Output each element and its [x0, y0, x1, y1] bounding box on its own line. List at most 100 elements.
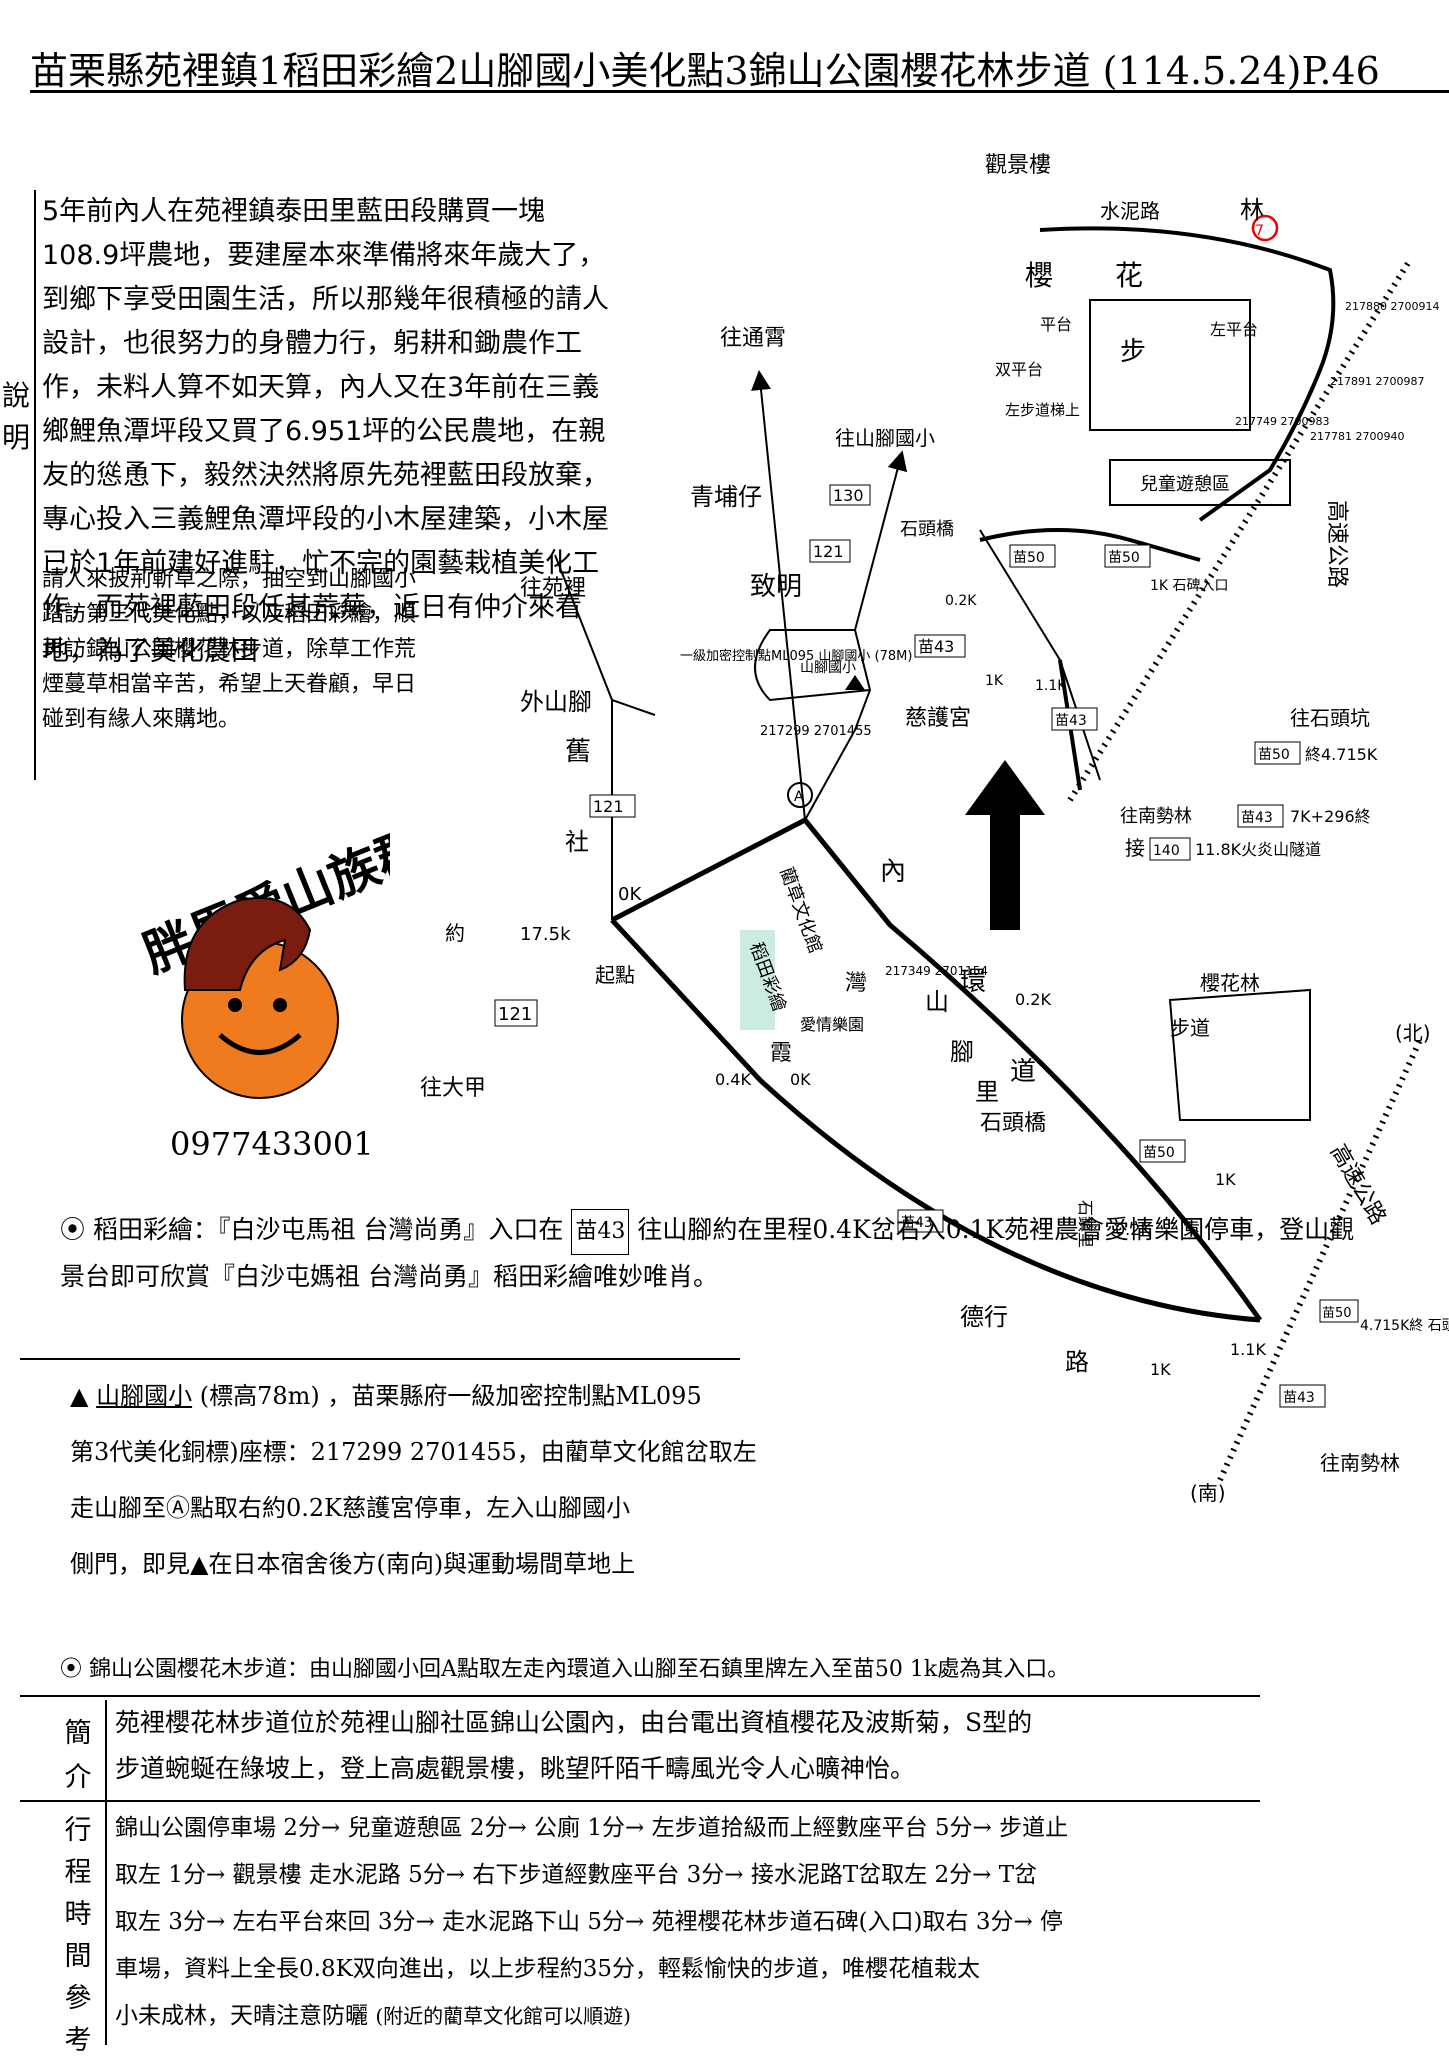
divider: [20, 1358, 740, 1360]
label-02k-c: 0.2K: [945, 593, 977, 609]
label-r121b: 121: [593, 797, 624, 816]
road-sign: [1009, 544, 1056, 568]
label-ying: 櫻: [1025, 259, 1053, 292]
label-02k-b: 0.2K: [1115, 1220, 1151, 1239]
section-daotian: ⦿ 稻田彩繪：『白沙屯馬祖 台灣尚勇』入口在 苗43 往山腳約在里程0.4K岔右…: [60, 1208, 1440, 1299]
label-1k-c: 1K: [985, 673, 1004, 689]
label-miao43-c: 苗43: [1241, 810, 1273, 826]
label-xia: 霞: [770, 1041, 792, 1066]
park-loop: [1039, 226, 1336, 522]
triangle-icon: ▲: [70, 1382, 97, 1410]
label-1k-b: 1K: [1150, 1360, 1171, 1379]
label-coord6: 217781 2700940: [1310, 430, 1404, 443]
label-miao50-e: 苗50: [1258, 747, 1290, 763]
label-jie: 接: [1125, 836, 1145, 860]
printed-note: 請人來披荊斬草之際，抽空到山腳國小踏訪第三代美化點，以及稻田彩繪，順再訪錦山公園…: [42, 567, 417, 732]
route-map: 往通霄 往山腳國小 青埔仔 130 121 致明 往苑裡 山腳國小 一級加密控制…: [420, 153, 1449, 1505]
time-row-text: 錦山公園停車場 2分→ 兒童遊憩區 2分→ 公廁 1分→ 左步道拾級而上經數座平…: [115, 1805, 1435, 2040]
label-r121a: 121: [813, 542, 844, 561]
label-waishanjiao: 外山腳: [520, 688, 592, 716]
label-qingpuzi: 青埔仔: [690, 483, 762, 511]
intro-line1: 苑裡櫻花林步道位於苑裡山腳社區錦山公園內，由台電出資植櫻花及波斯菊，S型的: [115, 1708, 1033, 1737]
road-sign: [829, 484, 871, 506]
point-a-marker: [787, 782, 813, 808]
jinshan-text: 錦山公園櫻花木步道：由山腳國小回A點取左走內環道入山腳至石鎮里牌左入至苗50 1…: [89, 1657, 1070, 1682]
label-pt7: 7: [1255, 223, 1264, 239]
label-miao43-d: 苗43: [1055, 713, 1087, 729]
eye-icon: [273, 998, 287, 1012]
label-r140: 140: [1153, 843, 1180, 859]
road-miao50: [979, 528, 1201, 562]
label-yinghua: 櫻花林: [1200, 971, 1260, 995]
time-line1: 錦山公園停車場 2分→ 兒童遊憩區 2分→ 公廁 1分→ 左步道拾級而上經數座平…: [115, 1815, 1069, 1841]
label-miao50: 苗50: [1143, 1145, 1175, 1161]
label-to-shitoukeng: 往石頭坑: [1290, 706, 1370, 730]
label-wan: 灣: [845, 971, 867, 996]
divider: [20, 1695, 1260, 1697]
label-miao43-e: 苗43: [901, 1215, 933, 1231]
divider: [20, 1800, 1260, 1802]
north-arrow-icon: [965, 760, 1045, 930]
label-to-school: 往山腳國小: [835, 426, 935, 450]
label-miao50-b: 苗50: [1322, 1306, 1352, 1321]
label-jiao: 腳: [950, 1038, 974, 1066]
daotian-text2: 往山腳約在里程0.4K岔右入0.1K苑裡農會愛情樂園停車，登山觀: [637, 1215, 1355, 1244]
time-row-label: 行程時間參考: [64, 1815, 92, 2056]
road-sign: [1319, 1299, 1359, 1323]
highway-south: [1217, 1038, 1423, 1482]
label-coord4: 217891 2700987: [1330, 375, 1424, 388]
label-nanshilin: 往南勢林: [1320, 1451, 1400, 1475]
label-shizhenli: 石鎮里: [1076, 1200, 1095, 1248]
label-11k: 1.1K: [1230, 1340, 1266, 1359]
label-nei: 內: [880, 857, 906, 887]
page-title: 苗栗縣苑裡鎮1稻田彩繪2山腳國小美化點3錦山公園櫻花林步道 (114.5.24)…: [30, 49, 1380, 93]
side-label: 說明: [2, 379, 31, 454]
school-height: (標高78m): [199, 1382, 320, 1410]
label-0k: 0K: [618, 884, 642, 905]
school-desc: ，苗栗縣府一級加密控制點ML095: [327, 1382, 702, 1410]
label-zhiming: 致明: [750, 572, 802, 602]
label-pingtai: 平台: [1040, 315, 1072, 334]
road-sign: [494, 999, 538, 1027]
school-label: 山腳國小: [96, 1382, 193, 1410]
label-qidian: 起點: [595, 963, 635, 987]
handwritten-note: 5年前內人在苑裡鎮泰田里藍田段購買一塊108.9坪農地，要建屋本來準備將來年歲大…: [42, 196, 609, 667]
label-bu: 步: [1120, 337, 1146, 367]
label-04k: 0.4K: [715, 1070, 751, 1089]
column-divider: [105, 1700, 107, 2045]
school-line4: 側門，即見▲在日本宿舍後方(南向)與運動場間草地上: [70, 1550, 636, 1578]
road-inner-ring: [803, 818, 1263, 1322]
time-line2: 取左 1分→ 觀景樓 走水泥路 5分→ 右下步道經數座平台 3分→ 接水泥路T岔…: [115, 1862, 1038, 1888]
road-sign: [1279, 1384, 1326, 1408]
road-sign: [809, 539, 851, 563]
label-02k: 0.2K: [1015, 990, 1051, 1009]
road-sign: [1139, 1139, 1186, 1163]
label-dajia: 往大甲: [420, 1076, 486, 1101]
label-control-point: 一級加密控制點ML095 山腳國小 (78M): [680, 648, 912, 664]
label-miao43: 苗43: [918, 637, 954, 656]
label-cihu: 慈護宮: [905, 706, 971, 731]
label-175k: 17.5k: [520, 924, 571, 945]
road-sign: [1104, 544, 1151, 568]
road-sign: [589, 794, 636, 818]
time-line4: 車場，資料上全長0.8K双向進出，以上步程約35分，輕鬆愉快的步道，唯櫻花植栽太: [115, 1956, 981, 1982]
intro-row-text: 苑裡櫻花林步道位於苑裡山腳社區錦山公園內，由台電出資植櫻花及波斯菊，S型的 步道…: [115, 1700, 1435, 1792]
label-zhong: 終4.715K: [1305, 745, 1378, 764]
side-divider: [34, 190, 36, 780]
intro-line2: 步道蜿蜒在綠坡上，登上高處觀景樓，眺望阡陌千疇風光令人心曠神怡。: [115, 1754, 916, 1783]
playground-box: [1109, 459, 1291, 506]
label-shitouqiao: 石頭橋: [980, 1111, 1046, 1136]
time-line5b: (附近的藺草文化館可以順遊): [375, 2004, 631, 2028]
label-lin: 林: [1240, 196, 1264, 224]
school-line3: 走山腳至Ⓐ點取右約0.2K慈護宮停車，左入山腳國小: [70, 1494, 631, 1522]
daotian-text3: 景台即可欣賞『白沙屯媽祖 台灣尚勇』稻田彩繪唯妙唯肖。: [60, 1262, 718, 1291]
label-coord3: 217880 2700914: [1345, 300, 1439, 313]
label-lancao: 藺草文化館: [775, 865, 826, 957]
phone-number: 0977433001: [170, 1125, 374, 1163]
road-to-school: [854, 450, 908, 631]
label-dao: 道: [1010, 1057, 1036, 1087]
horse-head-icon: [183, 897, 312, 991]
label-ertong: 兒童遊憩區: [1140, 474, 1230, 495]
label-huoyan: 11.8K火炎山隧道: [1195, 840, 1321, 859]
label-dexing: 德行: [960, 1303, 1008, 1331]
